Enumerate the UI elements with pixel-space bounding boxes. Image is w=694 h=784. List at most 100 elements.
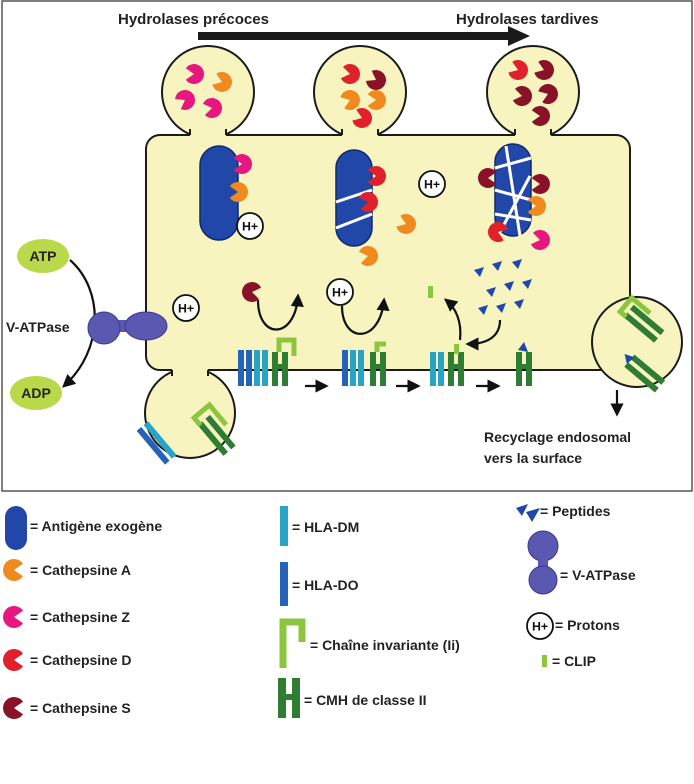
cathepsin-markers (175, 59, 558, 302)
svg-text:= Chaîne invariante (Ii): = Chaîne invariante (Ii) (310, 637, 460, 653)
legend-clip: = CLIP (542, 653, 596, 669)
atp-label: ATP (30, 248, 57, 264)
svg-text:= Peptides: = Peptides (540, 503, 611, 519)
cathepsin-15 (229, 182, 248, 202)
mhc-stage-3 (430, 344, 464, 386)
cathepsin-24 (530, 229, 551, 250)
adp-label: ADP (21, 385, 51, 401)
cathepsin-16 (367, 166, 387, 187)
svg-text:= CMH de classe II: = CMH de classe II (304, 692, 427, 708)
cathepsin-17 (358, 192, 378, 213)
clip-fragment (428, 286, 433, 298)
cathepsin-9 (508, 59, 528, 80)
svg-text:= Cathepsine S: = Cathepsine S (30, 700, 131, 716)
legend-cathepsin-z: = Cathepsine Z (2, 606, 130, 628)
cathepsin-22 (527, 196, 546, 216)
legend-hla-dm: = HLA-DM (280, 506, 359, 546)
cathepsin-a-icon (2, 559, 24, 581)
peptide-7 (478, 305, 488, 315)
recycling-label-line2: vers la surface (484, 450, 582, 466)
peptide-6 (496, 303, 506, 313)
proton-1: H+ (418, 170, 446, 198)
svg-text:= Antigène exogène: = Antigène exogène (30, 518, 162, 534)
svg-text:= Protons: = Protons (555, 617, 620, 633)
antigen-fragmented (494, 143, 532, 237)
legend-protons: H+ = Protons (526, 612, 620, 640)
cathepsin-7 (367, 89, 387, 110)
cathepsin-18 (396, 214, 417, 235)
proton-symbol: H+ (424, 178, 440, 192)
mhc-stage-1 (238, 337, 297, 386)
vatpase-pump (87, 311, 168, 345)
proton-symbol: H+ (242, 220, 258, 234)
proton-icon: H+ (526, 612, 554, 640)
svg-text:= CLIP: = CLIP (552, 653, 596, 669)
cathepsin-d-icon (2, 649, 24, 671)
peptide-0 (474, 267, 484, 277)
mhc-stage-4 (516, 342, 532, 386)
cathepsin-2 (175, 90, 195, 110)
peptide-1 (492, 261, 502, 271)
proton-symbol: H+ (532, 620, 548, 634)
proton-symbol: H+ (178, 302, 194, 316)
proton-0: H+ (236, 212, 264, 240)
legend-cathepsin-d: = Cathepsine D (2, 649, 132, 671)
antigen-cleaved (335, 149, 373, 247)
svg-text:= V-ATPase: = V-ATPase (560, 567, 636, 583)
svg-text:= HLA-DM: = HLA-DM (292, 519, 359, 535)
cathepsin-11 (512, 86, 533, 106)
peptide-8 (514, 299, 524, 309)
peptide-fragments (474, 259, 532, 315)
cathepsin-23 (488, 222, 508, 243)
cathepsin-3 (202, 98, 222, 118)
legend-cathepsin-a: = Cathepsine A (2, 559, 131, 581)
peptide-4 (504, 281, 514, 291)
late-hydrolases-label: Hydrolases tardives (456, 11, 599, 28)
mhc-stage-2 (342, 341, 386, 386)
cathepsin-z-icon (2, 606, 24, 628)
peptide-2 (512, 259, 522, 269)
cathepsin-4 (340, 63, 361, 84)
cathepsin-19 (358, 246, 378, 266)
cathepsin-10 (534, 59, 554, 80)
legend-mhc-ii: = CMH de classe II (278, 678, 427, 718)
atp-bubble: ATP (17, 239, 69, 273)
proton-symbol: H+ (332, 286, 348, 300)
recycling-vesicle-complexes (616, 294, 666, 393)
svg-text:= Cathepsine Z: = Cathepsine Z (30, 609, 130, 625)
cathepsin-5 (366, 69, 386, 90)
cathepsin-12 (538, 84, 558, 105)
legend: = Antigène exogène = Cathepsine A = Cath… (2, 503, 636, 719)
svg-text:= Cathepsine D: = Cathepsine D (30, 652, 132, 668)
cathepsin-25 (242, 282, 262, 302)
recycling-label-line1: Recyclage endosomal (484, 429, 631, 445)
cathepsin-14 (233, 154, 252, 174)
legend-vatpase: = V-ATPase (527, 530, 636, 595)
cathepsin-20 (477, 167, 497, 188)
exchange-arrows (256, 293, 502, 351)
legend-antigen: = Antigène exogène (5, 506, 162, 550)
peptide-3 (486, 287, 496, 297)
cathepsin-0 (185, 64, 205, 84)
maturation-arrow (198, 26, 530, 46)
adp-bubble: ADP (10, 376, 62, 410)
proton-markers: H+ H+ H+ H+ (172, 170, 446, 322)
peptide-5 (522, 279, 532, 289)
cathepsin-13 (531, 106, 550, 127)
cathepsin-6 (340, 89, 360, 111)
early-hydrolases-label: Hydrolases précoces (118, 11, 269, 28)
cathepsin-s-icon (2, 697, 24, 719)
proton-3: H+ (326, 278, 354, 306)
svg-text:= Cathepsine A: = Cathepsine A (30, 562, 131, 578)
legend-invariant-chain: = Chaîne invariante (Ii) (279, 618, 460, 668)
proton-2: H+ (172, 294, 200, 322)
cathepsin-21 (531, 174, 550, 195)
legend-cathepsin-s: = Cathepsine S (2, 697, 131, 719)
cathepsin-1 (212, 71, 232, 92)
legend-peptides: = Peptides (516, 503, 611, 522)
vatpase-label: V-ATPase (6, 319, 70, 335)
legend-hla-do: = HLA-DO (280, 562, 359, 606)
cathepsin-8 (352, 108, 372, 128)
incoming-vesicle-complexes (136, 401, 236, 465)
antigen-intact (199, 145, 239, 241)
